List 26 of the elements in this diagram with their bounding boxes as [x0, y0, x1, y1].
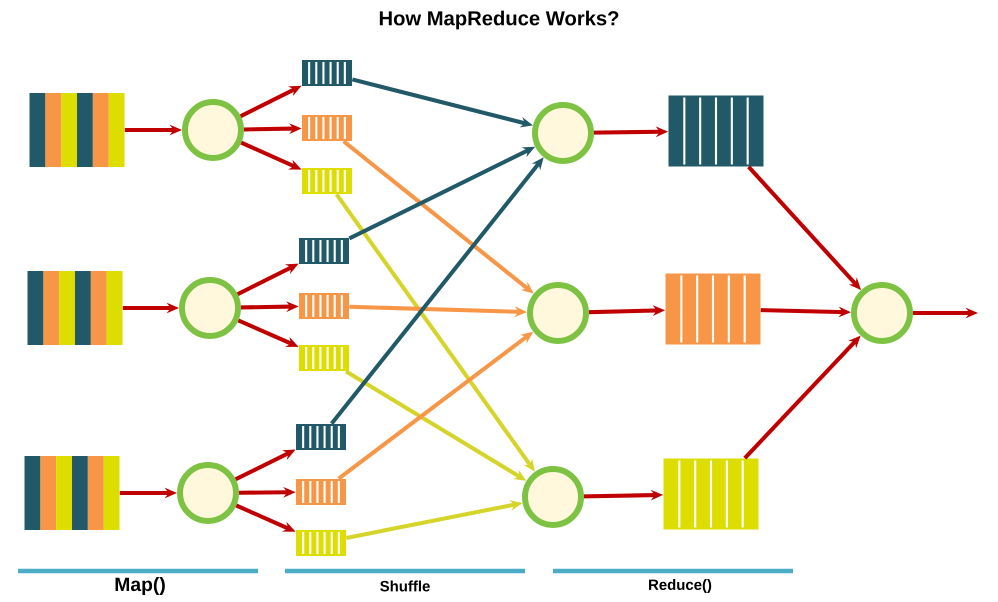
- data-block: [30, 93, 124, 167]
- queue-block: [299, 345, 349, 371]
- result-block: [666, 274, 760, 344]
- queue-block: [302, 60, 352, 86]
- result-block: [664, 458, 758, 530]
- circle-node: [177, 462, 239, 524]
- queue-block: [302, 115, 352, 141]
- data-block: [24, 456, 120, 530]
- queue-block: [296, 530, 346, 556]
- stage-label: Map(): [116, 577, 165, 595]
- circle-node: [851, 282, 913, 344]
- queue-block: [296, 424, 346, 450]
- circle-node: [527, 282, 589, 344]
- circle-node: [182, 99, 244, 161]
- circle-node: [179, 277, 241, 339]
- data-block: [28, 271, 123, 345]
- queue-block: [299, 293, 349, 319]
- circle-node: [522, 466, 584, 528]
- stage-label: Shuffle: [380, 580, 430, 592]
- stage-label: Reduce(): [649, 579, 712, 593]
- queue-block: [296, 479, 346, 505]
- queue-block: [299, 238, 349, 264]
- queue-block: [302, 168, 352, 194]
- result-block: [668, 96, 764, 166]
- title: How MapReduce Works?: [380, 10, 618, 30]
- circle-node: [532, 102, 594, 164]
